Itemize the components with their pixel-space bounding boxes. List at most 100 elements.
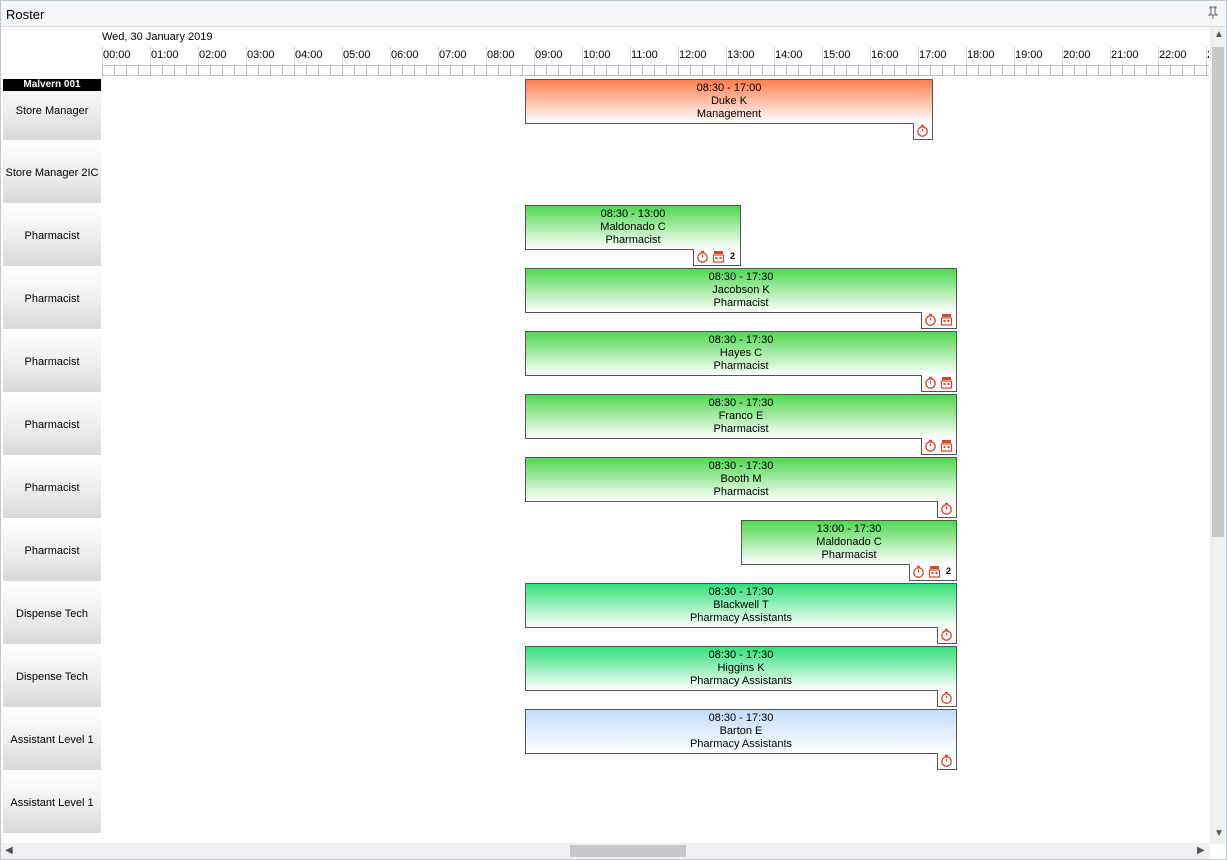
stopwatch-icon[interactable] xyxy=(924,313,937,326)
hour-divider xyxy=(1158,47,1159,65)
shift-name: Booth M xyxy=(720,473,762,485)
hour-label: 11:00 xyxy=(631,49,658,61)
vertical-scrollbar[interactable]: ▲ ▼ xyxy=(1210,27,1226,844)
roster-row: Pharmacist xyxy=(3,205,1210,268)
shift-icon-tab: 2 xyxy=(693,249,741,266)
shift-time: 08:30 - 17:30 xyxy=(708,271,774,283)
hour-divider xyxy=(582,47,583,65)
hour-divider xyxy=(1206,47,1207,65)
stopwatch-icon[interactable] xyxy=(940,502,953,515)
row-label[interactable]: Store Manager 2IC xyxy=(3,142,101,203)
row-label[interactable]: Assistant Level 1 xyxy=(3,772,101,833)
quarter-hour-ticks xyxy=(102,65,1209,76)
shift-icon-tab xyxy=(921,312,957,329)
date-label: Wed, 30 January 2019 xyxy=(102,31,213,43)
shift-name: Jacobson K xyxy=(712,284,770,296)
shift-icon-tab xyxy=(921,375,957,392)
hour-label: 07:00 xyxy=(439,49,467,61)
shift-icon-tab xyxy=(937,753,957,770)
shift-time: 08:30 - 17:30 xyxy=(708,334,774,346)
hour-divider xyxy=(246,47,247,65)
row-label[interactable]: Pharmacist xyxy=(3,268,101,329)
shift-role: Pharmacy Assistants xyxy=(689,738,793,750)
shift-time: 08:30 - 17:00 xyxy=(696,82,762,94)
shift-role: Management xyxy=(696,108,762,120)
title-bar: Roster xyxy=(1,1,1226,27)
hour-divider xyxy=(150,47,151,65)
hour-divider xyxy=(966,47,967,65)
horizontal-scrollbar[interactable]: ◀ ▶ xyxy=(1,843,1210,859)
row-label[interactable]: Dispense Tech xyxy=(3,646,101,707)
hour-label: 10:00 xyxy=(583,49,611,61)
shift-role: Pharmacy Assistants xyxy=(689,612,793,624)
shift-icon-tab xyxy=(913,123,933,140)
cash-register-icon[interactable] xyxy=(712,250,725,263)
hour-label: 21:00 xyxy=(1111,49,1139,61)
hour-divider xyxy=(1110,47,1111,65)
hour-label: 2 xyxy=(1207,49,1209,61)
scroll-up-arrow-icon[interactable]: ▲ xyxy=(1214,29,1224,40)
hour-divider xyxy=(630,47,631,65)
horizontal-scroll-thumb[interactable] xyxy=(570,845,686,857)
row-label[interactable]: Pharmacist xyxy=(3,331,101,392)
row-label[interactable]: Dispense Tech xyxy=(3,583,101,644)
shift-icon-tab xyxy=(937,501,957,518)
hour-label: 05:00 xyxy=(343,49,371,61)
roster-row: Pharmacist xyxy=(3,394,1210,457)
shift-time: 13:00 - 17:30 xyxy=(816,523,882,535)
shift-icon-tab xyxy=(921,438,957,455)
row-label[interactable]: Pharmacist xyxy=(3,394,101,455)
hour-divider xyxy=(822,47,823,65)
pin-icon[interactable] xyxy=(1206,6,1220,20)
cash-register-icon[interactable] xyxy=(928,565,941,578)
stopwatch-icon[interactable] xyxy=(940,628,953,641)
hour-label: 19:00 xyxy=(1015,49,1043,61)
shift-time: 08:30 - 17:30 xyxy=(708,460,774,472)
hour-label: 12:00 xyxy=(679,49,707,61)
stopwatch-icon[interactable] xyxy=(924,439,937,452)
scroll-left-arrow-icon[interactable]: ◀ xyxy=(5,845,13,856)
shift-count-badge: 2 xyxy=(946,566,952,576)
stopwatch-icon[interactable] xyxy=(912,565,925,578)
row-label[interactable]: Pharmacist xyxy=(3,520,101,581)
shift-role: Pharmacy Assistants xyxy=(689,675,793,687)
store-header: Malvern 001 xyxy=(3,79,101,91)
hour-label: 09:00 xyxy=(535,49,563,61)
hour-label: 04:00 xyxy=(295,49,323,61)
hour-divider xyxy=(726,47,727,65)
scroll-down-arrow-icon[interactable]: ▼ xyxy=(1214,828,1224,839)
stopwatch-icon[interactable] xyxy=(696,250,709,263)
cash-register-icon[interactable] xyxy=(940,376,953,389)
row-label[interactable]: Pharmacist xyxy=(3,205,101,266)
shift-time: 08:30 - 17:30 xyxy=(708,397,774,409)
stopwatch-icon[interactable] xyxy=(940,754,953,767)
hour-divider xyxy=(774,47,775,65)
shift-time: 08:30 - 17:30 xyxy=(708,712,774,724)
roster-row: Dispense Tech xyxy=(3,646,1210,709)
row-label[interactable]: Pharmacist xyxy=(3,457,101,518)
cash-register-icon[interactable] xyxy=(940,313,953,326)
shift-name: Blackwell T xyxy=(713,599,769,611)
shift-name: Maldonado C xyxy=(600,221,666,233)
roster-row: Store Manager 2IC xyxy=(3,142,1210,205)
row-label[interactable]: Assistant Level 1 xyxy=(3,709,101,770)
scroll-right-arrow-icon[interactable]: ▶ xyxy=(1197,845,1205,856)
vertical-scroll-thumb[interactable] xyxy=(1212,47,1224,537)
stopwatch-icon[interactable] xyxy=(940,691,953,704)
stopwatch-icon[interactable] xyxy=(916,124,929,137)
hour-label: 01:00 xyxy=(151,49,179,61)
cash-register-icon[interactable] xyxy=(940,439,953,452)
stopwatch-icon[interactable] xyxy=(924,376,937,389)
hour-divider xyxy=(294,47,295,65)
